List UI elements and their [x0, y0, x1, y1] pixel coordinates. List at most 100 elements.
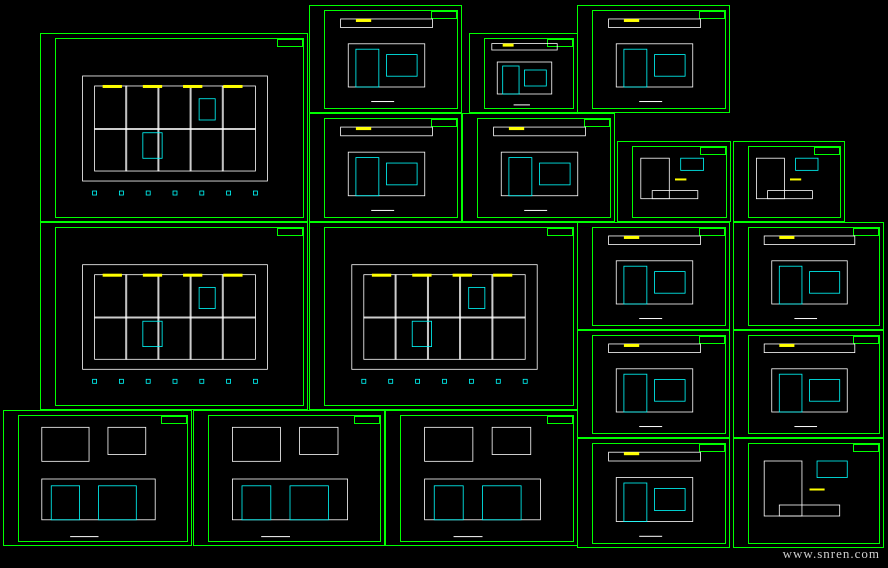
grid-axis-marker	[145, 190, 151, 196]
ceiling-section	[340, 18, 433, 29]
title-block	[584, 119, 610, 127]
drawing-sheet[interactable]	[733, 330, 884, 438]
sheet-drawing	[640, 157, 704, 200]
panel-elevation	[654, 54, 686, 77]
hatch-mark	[675, 178, 687, 181]
sheet-drawing	[232, 426, 348, 538]
sheet-caption-line	[639, 318, 663, 320]
highlight-mark	[779, 343, 795, 347]
furniture	[468, 286, 486, 309]
drawing-sheet[interactable]	[193, 410, 385, 546]
drawing-sheet[interactable]	[469, 33, 578, 113]
drawing-sheet[interactable]	[733, 222, 884, 330]
highlight-mark	[355, 127, 372, 131]
panel-elevation	[654, 488, 686, 511]
ceiling-section	[608, 18, 701, 29]
panel-elevation	[654, 379, 686, 402]
cabinet-elevation	[778, 373, 803, 413]
grid-axis-marker	[415, 378, 420, 384]
sheet-border	[208, 415, 381, 542]
sheet-drawing	[608, 18, 701, 103]
highlight-mark	[502, 43, 514, 47]
elevation-outline	[615, 260, 694, 305]
cabinet-elevation	[623, 48, 648, 88]
sheet-caption-line	[513, 104, 530, 106]
furniture	[411, 320, 432, 348]
elevation-outline	[771, 260, 848, 305]
elevation-outline	[615, 43, 694, 88]
drawing-sheet[interactable]	[3, 410, 192, 546]
plan-detail	[424, 426, 474, 462]
grid-axis-marker	[442, 378, 447, 384]
highlight-mark	[623, 343, 640, 347]
title-block	[700, 147, 726, 155]
elevation-outline	[347, 151, 426, 197]
grid-axis-marker	[226, 190, 232, 196]
cabinet-elevation	[623, 265, 648, 305]
sheet-border	[748, 443, 880, 544]
cabinet-elevation	[508, 157, 533, 197]
sheet-border	[324, 118, 458, 218]
window-mark	[452, 273, 472, 277]
drawing-sheet[interactable]	[309, 5, 462, 113]
plan-detail	[41, 426, 90, 462]
panel-elevation	[524, 69, 547, 87]
sheet-drawing	[491, 43, 558, 106]
section-detail	[763, 460, 803, 517]
door-elevation	[241, 485, 272, 521]
drawing-sheet[interactable]	[40, 33, 308, 222]
grid-axis-marker	[468, 378, 474, 384]
sheet-drawing	[608, 235, 701, 320]
window-mark	[492, 273, 513, 277]
sheet-caption-line	[639, 535, 663, 537]
drawing-sheet[interactable]	[40, 222, 308, 410]
cabinet-elevation	[355, 157, 380, 197]
wall-line	[363, 316, 526, 319]
highlight-mark	[508, 127, 525, 131]
drawing-sheet[interactable]	[309, 113, 462, 222]
sheet-border	[55, 227, 304, 406]
sheet-border	[324, 10, 458, 109]
drawing-sheet[interactable]	[577, 438, 730, 548]
section-detail	[680, 157, 704, 171]
sheet-drawing	[82, 264, 268, 384]
sheet-border	[592, 10, 726, 109]
highlight-mark	[355, 18, 372, 22]
sheet-drawing	[41, 426, 156, 538]
title-block	[277, 39, 303, 47]
window-mark	[412, 273, 432, 277]
drawing-sheet[interactable]	[577, 5, 730, 113]
sheet-caption-line	[524, 209, 548, 211]
sheet-caption-line	[794, 318, 818, 320]
drawing-sheet[interactable]	[733, 141, 845, 222]
panel-elevation	[809, 379, 841, 402]
sheet-border	[324, 227, 574, 406]
section-detail	[778, 504, 841, 517]
drawing-sheet[interactable]	[733, 438, 884, 548]
drawing-sheet[interactable]	[309, 222, 578, 410]
section-detail	[795, 157, 819, 171]
section-detail	[767, 190, 813, 200]
title-block	[161, 416, 187, 424]
sheet-drawing	[351, 264, 538, 384]
drawing-sheet[interactable]	[462, 113, 615, 222]
drawing-sheet[interactable]	[577, 330, 730, 438]
sheet-border	[55, 38, 304, 218]
grid-axis-marker	[92, 190, 97, 196]
title-block	[853, 228, 879, 236]
title-block	[547, 228, 573, 236]
ceiling-section	[608, 451, 701, 462]
drawing-sheet[interactable]	[617, 141, 731, 222]
ceiling-section	[608, 235, 701, 246]
grid-axis-marker	[226, 378, 232, 384]
sheet-caption-line	[371, 209, 395, 211]
elevation-outline	[615, 368, 694, 413]
door-elevation	[433, 485, 464, 521]
title-block	[431, 11, 457, 19]
drawing-sheet[interactable]	[577, 222, 730, 330]
window-elevation	[289, 485, 329, 521]
ceiling-section	[763, 235, 856, 246]
sheet-caption-line	[371, 101, 395, 103]
sheet-drawing	[82, 75, 268, 196]
drawing-sheet[interactable]	[385, 410, 578, 546]
